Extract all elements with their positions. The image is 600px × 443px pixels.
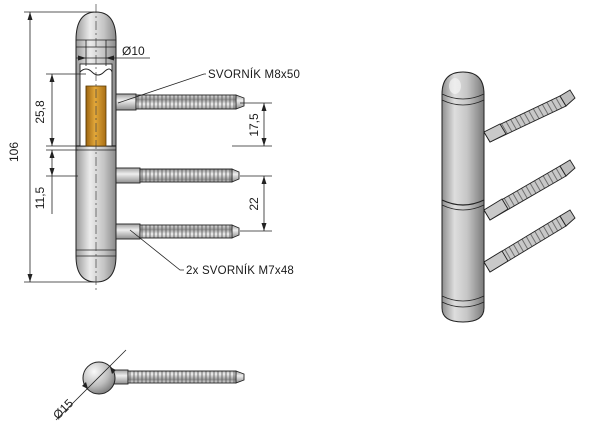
front-view: SVORNÍK M8x50 2x SVORNÍK M7x48 106 25,8 … (7, 4, 300, 292)
dimension-lower-offset: 11,5 (33, 149, 78, 214)
isometric-view (441, 71, 576, 323)
diameter-head-value: Ø15 (50, 396, 76, 422)
pin-spacing-bottom-value: 22 (247, 197, 261, 211)
lower-offset-value: 11,5 (33, 186, 47, 209)
middle-pin (115, 167, 240, 184)
iso-hinge-body (441, 71, 485, 323)
bottom-pin (115, 223, 240, 240)
iso-pin-bottom (483, 209, 576, 273)
diameter-head-leader (55, 349, 127, 421)
total-height-value: 106 (7, 142, 21, 162)
bottom-pin-leader (129, 229, 184, 271)
top-view: Ø15 (50, 349, 245, 422)
diameter-body-value: Ø10 (122, 44, 145, 58)
iso-pin-middle (483, 159, 576, 221)
dimension-diameter-body: Ø10 (76, 40, 150, 66)
top-pin-leader (117, 73, 206, 104)
hinge-head (82, 361, 116, 395)
top-pin-label: SVORNÍK M8x50 (208, 68, 300, 81)
pin-spacing-top-value: 17,5 (247, 113, 261, 137)
dimension-pin-spacing-top: 17,5 (232, 102, 272, 147)
top-pin (115, 93, 245, 111)
upper-sleeve-value: 25,8 (33, 100, 47, 124)
dimension-pin-spacing-bottom: 22 (240, 175, 272, 232)
dimension-total-height: 106 (7, 11, 94, 283)
dimension-upper-sleeve: 25,8 (33, 73, 86, 147)
bottom-pin-label: 2x SVORNÍK M7x48 (186, 264, 294, 277)
iso-pin-top (483, 89, 576, 143)
